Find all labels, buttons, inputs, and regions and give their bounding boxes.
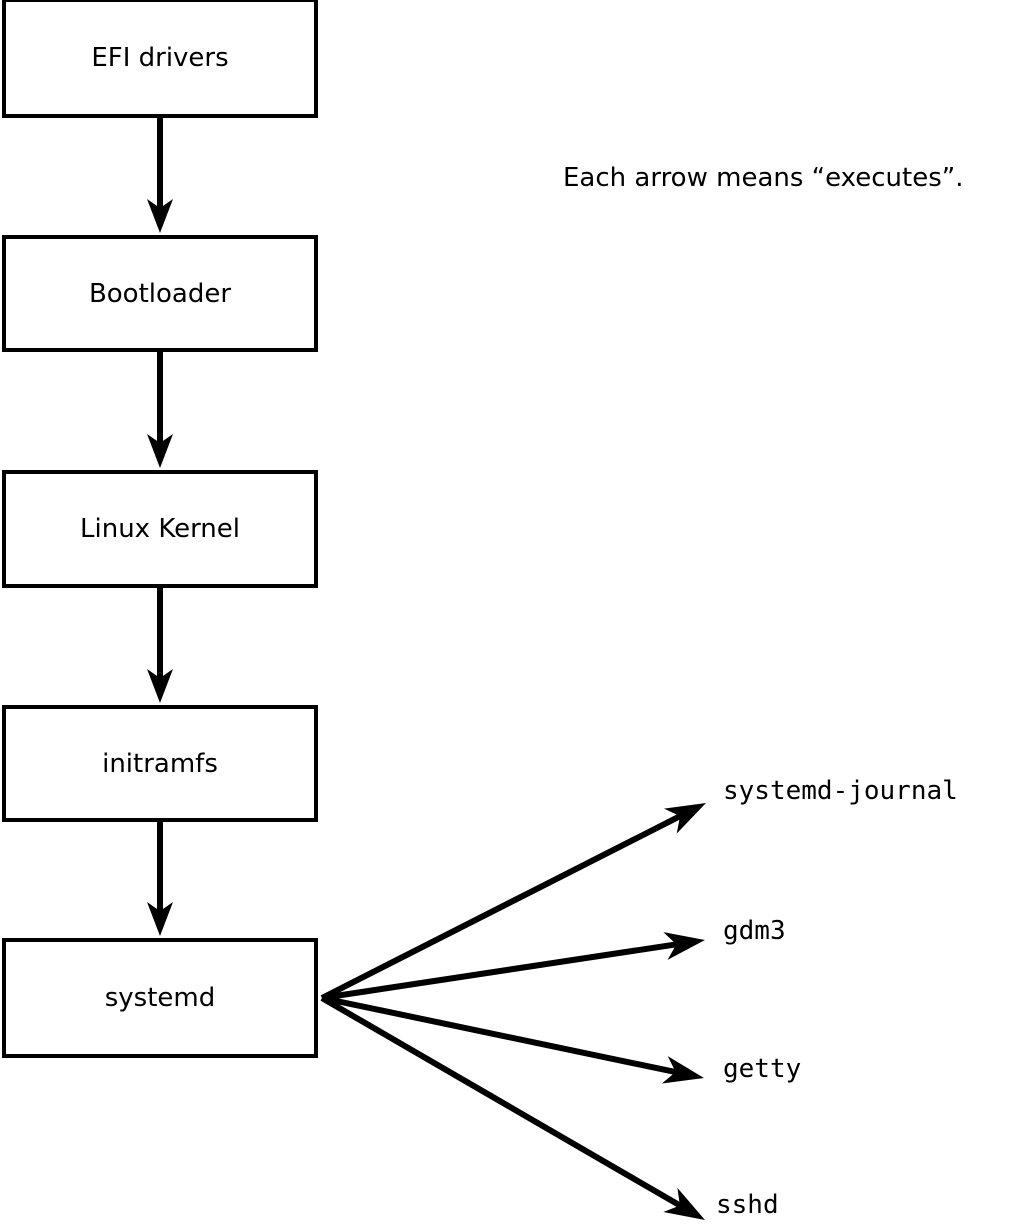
arrow-head-systemd-to-sshd	[663, 1187, 705, 1220]
node-label-systemd: systemd	[104, 983, 216, 1013]
arrow-head-efi-to-bootloader	[147, 199, 173, 233]
arrow-head-systemd-to-gdm3	[663, 932, 705, 960]
arrow-shaft-systemd-to-gdm3	[321, 941, 679, 1001]
node-label-linux-kernel: Linux Kernel	[80, 514, 240, 544]
node-label-efi-drivers: EFI drivers	[91, 43, 229, 73]
node-label-initramfs: initramfs	[102, 748, 218, 779]
fanout-arrow-group	[320, 803, 706, 1220]
node-box-bootloader[interactable]: Bootloader	[2, 235, 318, 352]
node-box-initramfs[interactable]: initramfs	[2, 705, 318, 822]
arrow-head-kernel-to-initramfs	[147, 669, 173, 703]
service-label-getty: getty	[723, 1054, 802, 1084]
service-label-systemd-journal: systemd-journal	[723, 776, 958, 806]
diagram-caption: Each arrow means “executes”.	[563, 163, 964, 193]
arrow-head-systemd-to-getty	[661, 1056, 704, 1084]
node-box-linux-kernel[interactable]: Linux Kernel	[2, 470, 318, 588]
node-box-systemd[interactable]: systemd	[2, 938, 318, 1058]
arrow-head-systemd-to-systemd-journal	[663, 803, 706, 834]
service-label-gdm3: gdm3	[723, 916, 786, 946]
arrow-head-initramfs-to-systemd	[147, 902, 173, 936]
node-box-efi-drivers[interactable]: EFI drivers	[2, 0, 318, 118]
node-label-bootloader: Bootloader	[88, 278, 232, 309]
arrow-shaft-systemd-to-systemd-journal	[320, 812, 684, 1001]
arrow-head-bootloader-to-kernel	[147, 434, 173, 468]
vertical-arrow-group	[147, 118, 173, 936]
arrow-shaft-systemd-to-getty	[321, 995, 679, 1076]
service-label-sshd: sshd	[716, 1190, 779, 1220]
arrow-shaft-systemd-to-sshd	[320, 995, 684, 1210]
